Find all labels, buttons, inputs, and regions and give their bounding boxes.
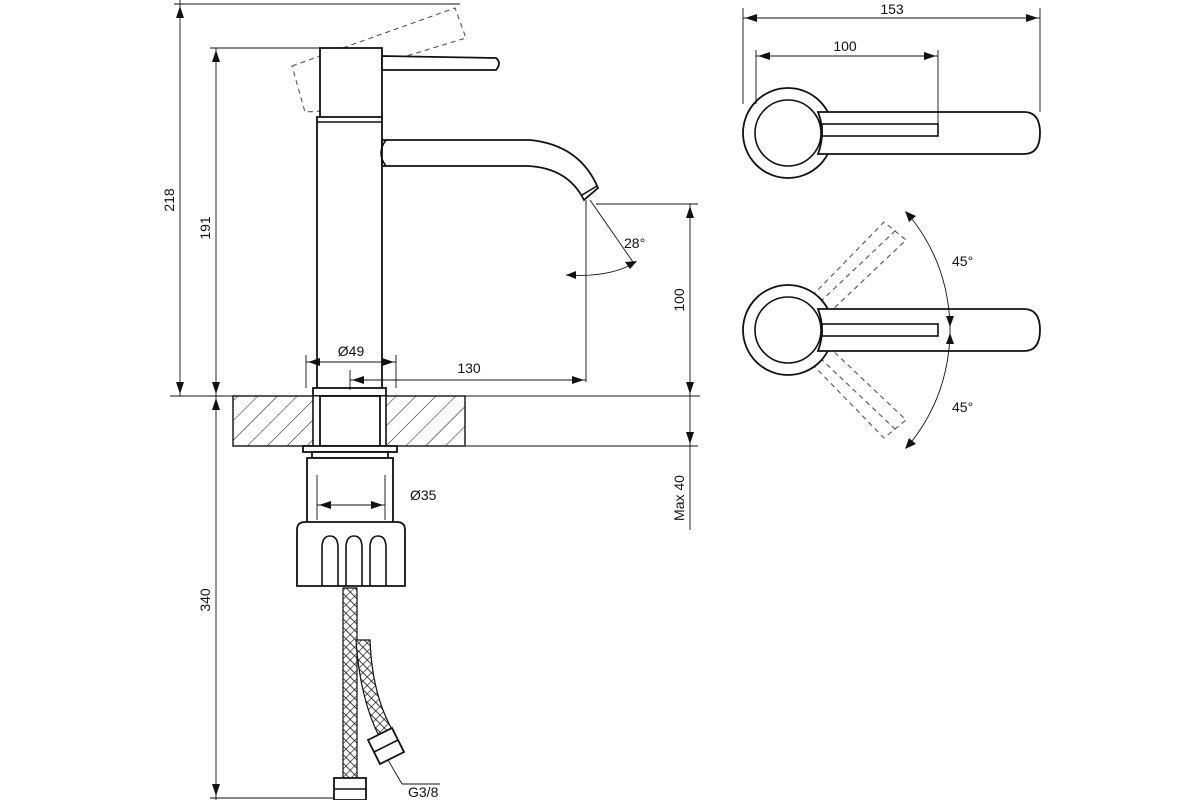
spout-angle-markers (565, 199, 637, 382)
label-body-height: 191 (197, 216, 213, 240)
label-lever-rotation-down: 45° (952, 399, 973, 415)
label-top-total-width: 153 (880, 1, 904, 17)
label-hose-length: 340 (197, 588, 213, 612)
countertop (232, 395, 466, 447)
side-view: 218 191 Ø49 130 28° 100 Max 40 Ø35 340 G… (161, 0, 700, 801)
label-overall-height: 218 (161, 188, 177, 212)
label-spout-angle: 28° (624, 235, 645, 251)
spout (380, 139, 600, 202)
label-top-lever-length: 100 (833, 38, 857, 54)
side-dimensions (170, 0, 700, 800)
label-max-deck-thickness: Max 40 (671, 475, 687, 521)
label-reach: 130 (457, 360, 481, 376)
label-spout-clearance: 100 (671, 288, 687, 312)
lever (319, 47, 500, 119)
supply-hoses (333, 587, 406, 801)
label-lever-rotation-up: 45° (952, 253, 973, 269)
faucet-body (312, 116, 387, 397)
mounting-nut (296, 445, 406, 587)
label-shank-diameter: Ø35 (410, 487, 437, 503)
top-view-rotation: 45° 45° (742, 211, 1041, 449)
label-hose-thread: G3/8 (408, 784, 439, 800)
top-view-closed: 153 100 (742, 1, 1041, 179)
label-body-diameter: Ø49 (338, 343, 365, 359)
